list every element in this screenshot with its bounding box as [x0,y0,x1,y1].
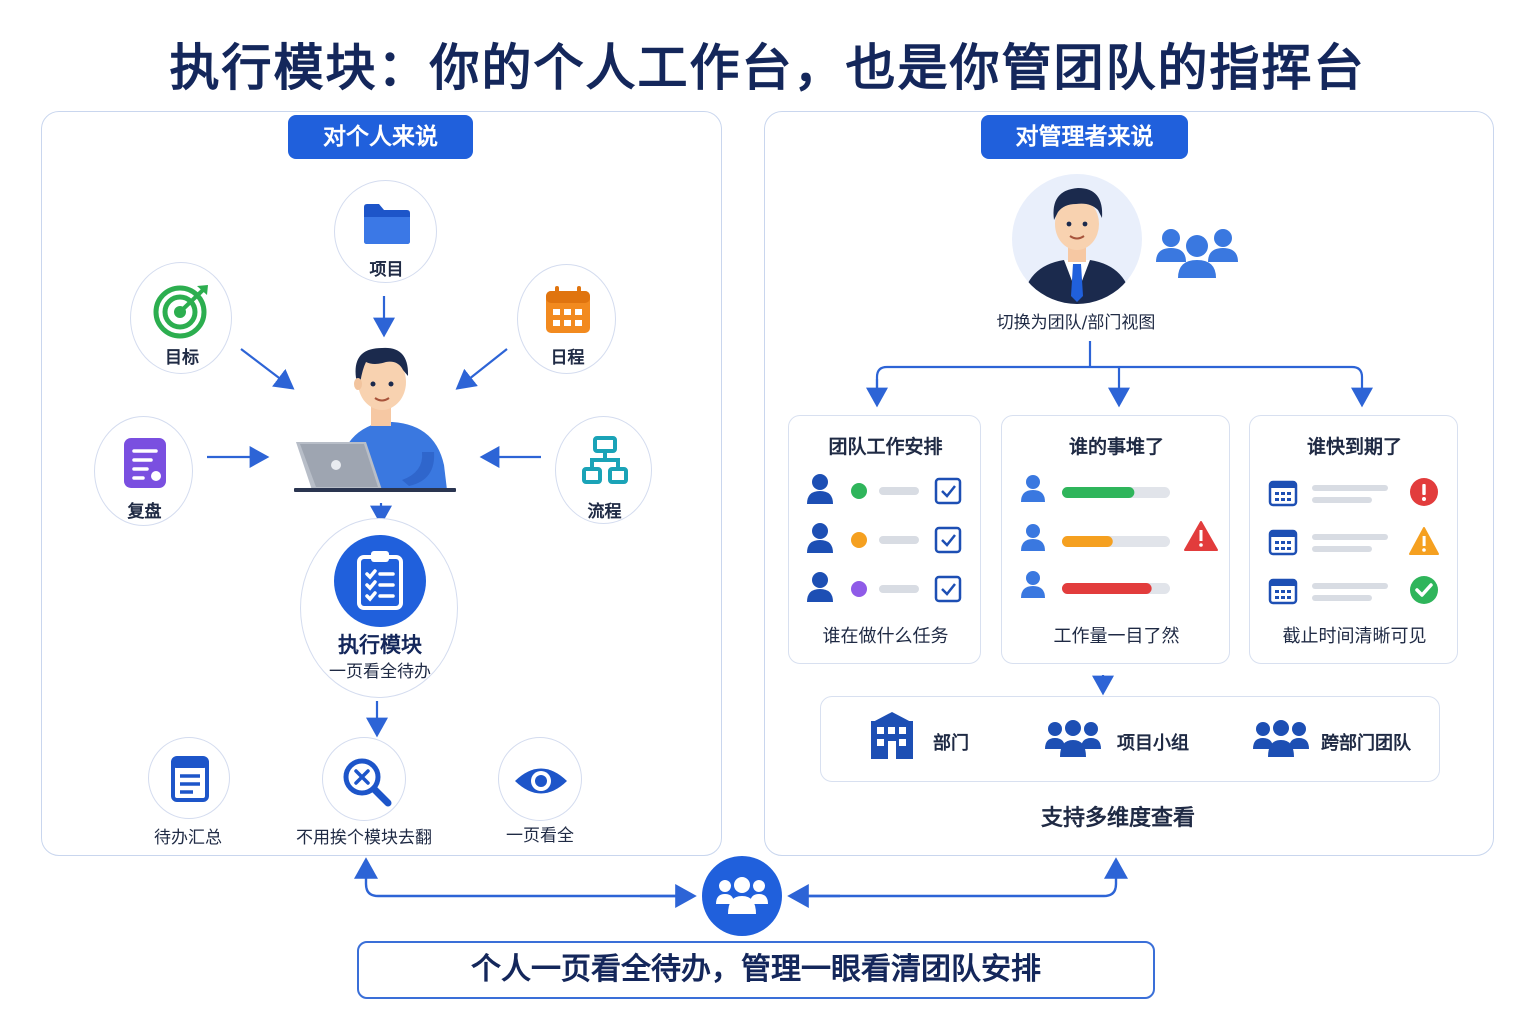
execution-module-node: 执行模块 一页看全待办 [300,518,458,698]
execution-module-subtitle: 一页看全待办 [329,662,431,682]
todo-summary-label: 待办汇总 [154,828,222,848]
project-team-icon [1045,720,1101,757]
review-doc-icon [124,438,166,488]
one-page-label: 一页看全 [506,826,574,846]
building-icon [871,712,913,759]
manager-illustration [1022,188,1132,304]
team-schedule-rows [807,474,962,603]
team-schedule-title: 团队工作安排 [828,436,943,458]
workload-rows [1021,475,1218,598]
deadline-card: 谁快到期了 [1249,415,1458,664]
team-group-icon [1156,229,1238,278]
deadline-footer: 截止时间清晰可见 [1282,626,1427,647]
dimensions-caption: 支持多维度查看 [1040,806,1195,831]
dimension-project-group: 项目小组 [1117,733,1189,754]
process-node: 流程 [555,416,652,524]
eye-icon [515,768,567,794]
workload-title: 谁的事堆了 [1068,436,1164,458]
project-node: 项目 [334,180,437,283]
bottom-connector-arrows [354,857,1128,908]
goal-label: 目标 [165,348,199,368]
manager-header: 对管理者来说 [981,115,1188,159]
folder-icon [364,204,410,244]
team-schedule-footer: 谁在做什么任务 [822,626,949,647]
dimensions-box: 部门 项目小组 跨部门团队 [820,696,1440,782]
review-node: 复盘 [94,416,193,526]
no-switch-node [322,737,406,821]
team-icon [716,877,768,914]
project-label: 项目 [369,260,404,280]
deadline-title: 谁快到期了 [1306,436,1402,458]
team-schedule-card: 团队工作安排 谁在做什么任务 [788,415,981,664]
clipboard-icon-circle [334,535,426,627]
check-icon [1410,576,1438,604]
no-switch-label: 不用挨个模块去翻 [296,828,432,848]
exclamation-icon [1410,478,1438,506]
flowchart-icon [582,436,628,484]
person-laptop-illustration [294,347,456,492]
cross-team-icon [1253,720,1309,757]
target-icon [153,285,208,339]
warning-icon [1184,521,1218,551]
center-team-badge [702,856,782,936]
workload-bar-fill [1062,583,1152,594]
document-icon [171,756,209,802]
personal-header: 对个人来说 [288,115,473,159]
clipboard-icon [357,551,403,610]
calendar-icon [546,286,590,333]
workload-bar-fill [1062,487,1135,498]
dimension-cross-department: 跨部门团队 [1321,733,1411,754]
workload-footer: 工作量一目了然 [1053,626,1180,647]
personal-arrows [207,296,541,738]
schedule-label: 日程 [550,348,585,368]
execution-module-title: 执行模块 [338,633,422,657]
review-label: 复盘 [127,502,162,522]
deadline-rows [1268,478,1439,605]
process-label: 流程 [587,502,622,522]
one-page-node [498,737,582,821]
bottom-summary-banner: 个人一页看全待办，管理一眼看清团队安排 [357,941,1155,999]
manager-avatar [1012,174,1142,304]
goal-node: 目标 [130,262,232,374]
search-x-icon [343,758,392,807]
warning-icon [1409,527,1439,555]
schedule-node: 日程 [517,264,616,374]
manager-tree-arrows [866,341,1373,696]
switch-view-label: 切换为团队/部门视图 [996,313,1156,333]
page-title: 执行模块：你的个人工作台，也是你管团队的指挥台 [169,39,1366,97]
workload-bar-fill [1062,536,1113,547]
dimension-department: 部门 [933,733,969,754]
todo-summary-node [148,737,230,819]
workload-card: 谁的事堆了 工作量一目了然 [1001,415,1230,664]
